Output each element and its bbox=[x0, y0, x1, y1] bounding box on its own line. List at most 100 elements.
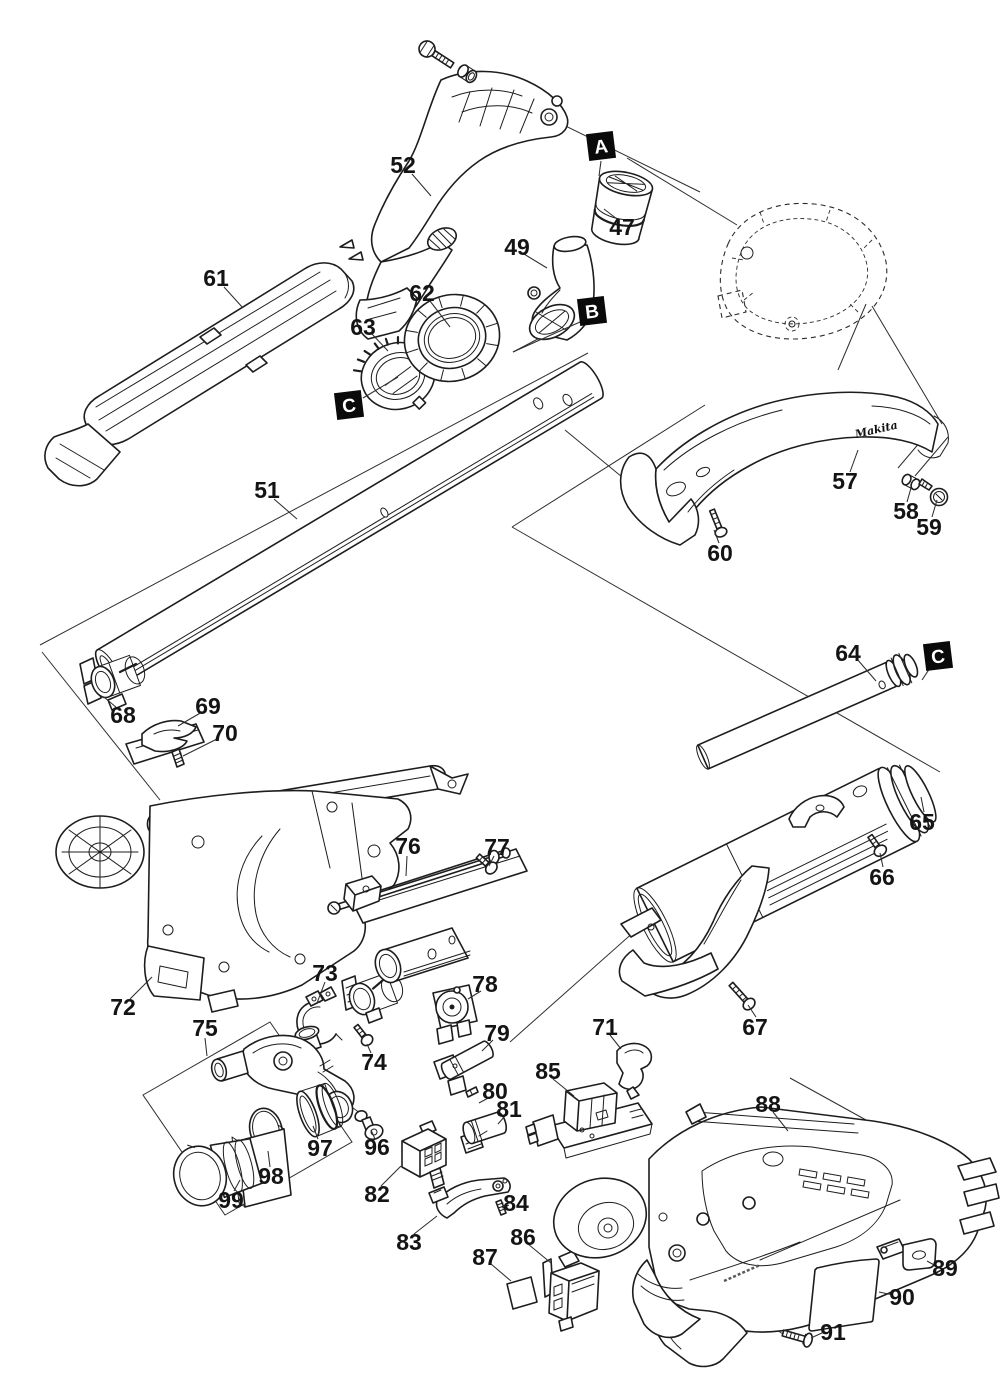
leader-52 bbox=[411, 173, 432, 197]
leader-61 bbox=[223, 286, 244, 309]
part-label-79: 79 bbox=[484, 1020, 510, 1046]
leader-57 bbox=[849, 449, 859, 473]
shoulder-harness-outline bbox=[717, 202, 888, 340]
badge-letter-C-2: C bbox=[341, 395, 357, 418]
part-label-80: 80 bbox=[482, 1078, 508, 1104]
part-label-66: 66 bbox=[869, 864, 895, 890]
leader-91 bbox=[810, 1331, 825, 1339]
part-label-99: 99 bbox=[218, 1187, 244, 1213]
leader-75 bbox=[204, 1037, 208, 1057]
leader-99 bbox=[233, 1179, 241, 1192]
leader-83 bbox=[413, 1215, 438, 1235]
leader-62 bbox=[429, 300, 451, 328]
part-81-capacitor bbox=[460, 1111, 508, 1154]
part-label-85: 85 bbox=[535, 1058, 561, 1084]
leader-77 bbox=[488, 855, 495, 867]
leader-96 bbox=[370, 1129, 376, 1140]
part-67-screw bbox=[728, 981, 756, 1011]
part-label-73: 73 bbox=[312, 960, 338, 986]
part-77-screw bbox=[475, 853, 498, 875]
part-57-grip-housing: Makita bbox=[619, 391, 949, 546]
part-80-pin bbox=[465, 1086, 479, 1098]
part-69-lock-lever bbox=[125, 719, 205, 765]
part-47-coupler bbox=[590, 170, 654, 246]
part-89-latch-button bbox=[876, 1238, 937, 1271]
part-85-controller-module bbox=[525, 1082, 653, 1159]
part-62-ribbed-collar bbox=[403, 293, 501, 383]
leader-87 bbox=[490, 1263, 512, 1282]
leader-51 bbox=[273, 498, 298, 520]
badge-leader-B-1 bbox=[512, 321, 581, 353]
part-label-62: 62 bbox=[409, 280, 435, 306]
leader-63 bbox=[371, 333, 389, 352]
part-65-claw-bracket bbox=[644, 865, 770, 999]
leader-72 bbox=[129, 976, 153, 1000]
part-61-rail-housing bbox=[44, 239, 364, 487]
leader-80 bbox=[478, 1096, 491, 1104]
part-label-76: 76 bbox=[395, 833, 421, 859]
leader-71 bbox=[609, 1034, 622, 1050]
part-label-70: 70 bbox=[212, 720, 238, 746]
part-59-screw bbox=[918, 478, 949, 507]
part-49-elbow-pipe bbox=[527, 235, 595, 341]
part-96-shoulder-screw bbox=[354, 1110, 384, 1141]
part-label-51: 51 bbox=[254, 477, 280, 503]
part-label-82: 82 bbox=[364, 1181, 390, 1207]
leader-88 bbox=[772, 1111, 789, 1132]
part-label-91: 91 bbox=[820, 1319, 846, 1345]
part-72-housing-half bbox=[55, 764, 469, 1013]
part-label-97: 97 bbox=[307, 1135, 333, 1161]
part-label-69: 69 bbox=[195, 693, 221, 719]
leader-79 bbox=[481, 1039, 494, 1052]
leader-47 bbox=[603, 208, 618, 220]
part-66-screw bbox=[867, 833, 888, 858]
part-label-57: 57 bbox=[832, 468, 858, 494]
leader-90 bbox=[878, 1291, 894, 1296]
part-label-47: 47 bbox=[609, 214, 635, 240]
part-label-86: 86 bbox=[510, 1224, 536, 1250]
badge-letter-C-3: C bbox=[930, 646, 946, 669]
part-82-connector-block bbox=[401, 1120, 447, 1189]
part-label-84: 84 bbox=[503, 1190, 529, 1216]
badge-leader-A-0 bbox=[598, 160, 602, 177]
part-label-60: 60 bbox=[707, 540, 733, 566]
part-label-88: 88 bbox=[755, 1091, 781, 1117]
part-90-name-plate bbox=[808, 1258, 880, 1332]
part-label-64: 64 bbox=[835, 640, 861, 666]
part-65-housing-cylinder bbox=[618, 764, 937, 999]
part-label-59: 59 bbox=[916, 514, 942, 540]
part-label-71: 71 bbox=[592, 1014, 618, 1040]
part-84-screw bbox=[495, 1199, 507, 1216]
part-65-latch-clip bbox=[788, 794, 845, 828]
part-label-58: 58 bbox=[893, 498, 919, 524]
part-label-83: 83 bbox=[396, 1229, 422, 1255]
part-label-89: 89 bbox=[932, 1255, 958, 1281]
part-label-77: 77 bbox=[484, 834, 510, 860]
part-64-rear-tube bbox=[696, 653, 919, 770]
leader-58 bbox=[906, 487, 912, 503]
leader-81 bbox=[497, 1115, 506, 1125]
leader-60 bbox=[713, 529, 720, 544]
leader-97 bbox=[312, 1125, 319, 1140]
part-label-49: 49 bbox=[504, 234, 530, 260]
leader-78 bbox=[467, 990, 482, 1000]
leader-64 bbox=[856, 658, 877, 682]
leader-65 bbox=[920, 796, 925, 813]
leader-85 bbox=[552, 1078, 575, 1097]
part-label-52: 52 bbox=[390, 152, 416, 178]
part-88-motor-housing bbox=[552, 1103, 1000, 1368]
handle-bolt bbox=[418, 40, 455, 69]
leader-86 bbox=[527, 1243, 552, 1264]
handle-spacer bbox=[457, 64, 478, 84]
leader-70 bbox=[182, 738, 218, 757]
part-label-96: 96 bbox=[364, 1134, 390, 1160]
pipe-segment bbox=[374, 927, 471, 984]
badge-A-0 bbox=[585, 130, 617, 162]
part-70-screw bbox=[171, 748, 185, 768]
badge-C-3 bbox=[922, 640, 954, 672]
leader-73 bbox=[316, 981, 326, 1004]
part-label-74: 74 bbox=[361, 1049, 387, 1075]
part-label-72: 72 bbox=[110, 994, 136, 1020]
